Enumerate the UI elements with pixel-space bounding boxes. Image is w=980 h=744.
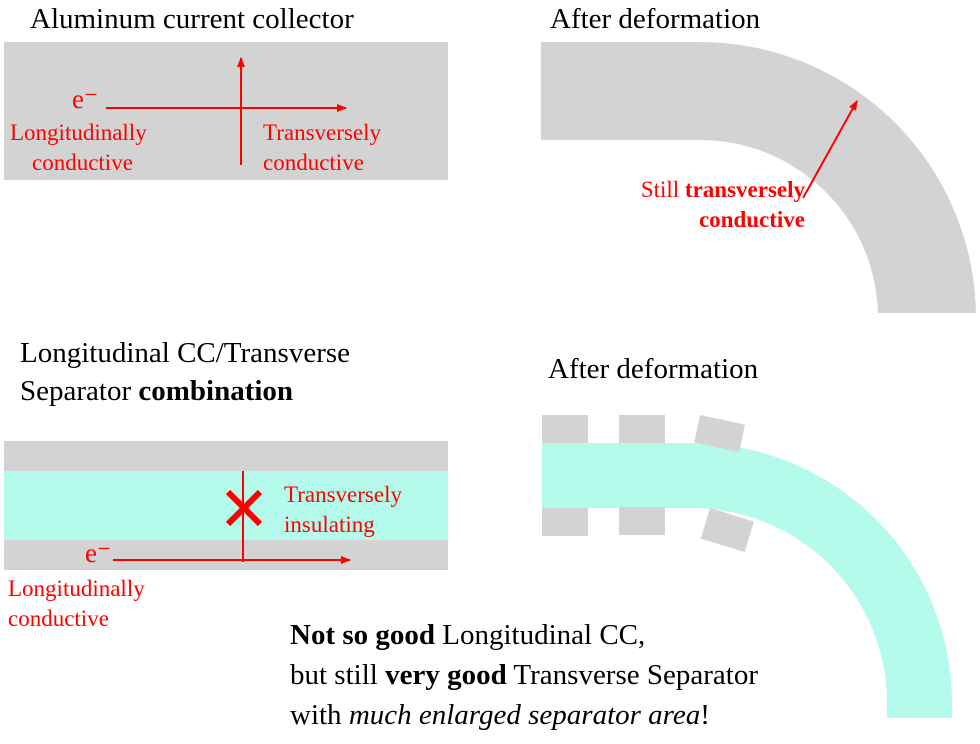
collector-bottom <box>4 540 448 570</box>
panel-deformed-combination: After deformation Not so good Longitudin… <box>290 353 952 731</box>
bent-collector <box>541 42 976 318</box>
longitudinal-label: Longitudinally <box>10 120 147 145</box>
transverse-label: Transversely <box>284 482 402 507</box>
transverse-label: Transversely <box>263 120 381 145</box>
still-note-line2: conductive <box>699 207 805 232</box>
electron-label: e⁻ <box>85 538 111 568</box>
collector-foil <box>4 42 448 180</box>
summary-line2: but still very good Transverse Separator <box>290 659 758 691</box>
panel-deformed-collector: After deformation Still transversely con… <box>541 3 976 318</box>
bent-separator <box>542 443 952 718</box>
panel-title: Longitudinal CC/Transverse <box>20 337 350 369</box>
transverse-label: conductive <box>263 150 364 175</box>
panel-combination: Longitudinal CC/Transverse Separator com… <box>4 337 448 631</box>
collector-top <box>4 441 448 471</box>
cross-icon <box>225 489 263 527</box>
panel-title: Aluminum current collector <box>30 3 354 35</box>
summary-line1: Not so good Longitudinal CC, <box>290 619 645 651</box>
panel-title: After deformation <box>550 3 761 35</box>
separator <box>4 471 448 540</box>
longitudinal-label: conductive <box>8 606 109 631</box>
transverse-label: insulating <box>284 512 375 537</box>
panel-aluminum-collector: Aluminum current collector e⁻ Longitudin… <box>4 3 448 180</box>
panel-title: After deformation <box>548 353 759 385</box>
collector-segments <box>542 415 754 553</box>
panel-title-line2: Separator combination <box>20 375 293 407</box>
transverse-arrow <box>802 100 858 199</box>
summary-line3: with much enlarged separator area! <box>290 699 710 731</box>
longitudinal-label: conductive <box>32 150 133 175</box>
electron-label: e⁻ <box>72 84 98 114</box>
still-note: Still transversely <box>641 177 806 202</box>
longitudinal-label: Longitudinally <box>8 576 145 601</box>
